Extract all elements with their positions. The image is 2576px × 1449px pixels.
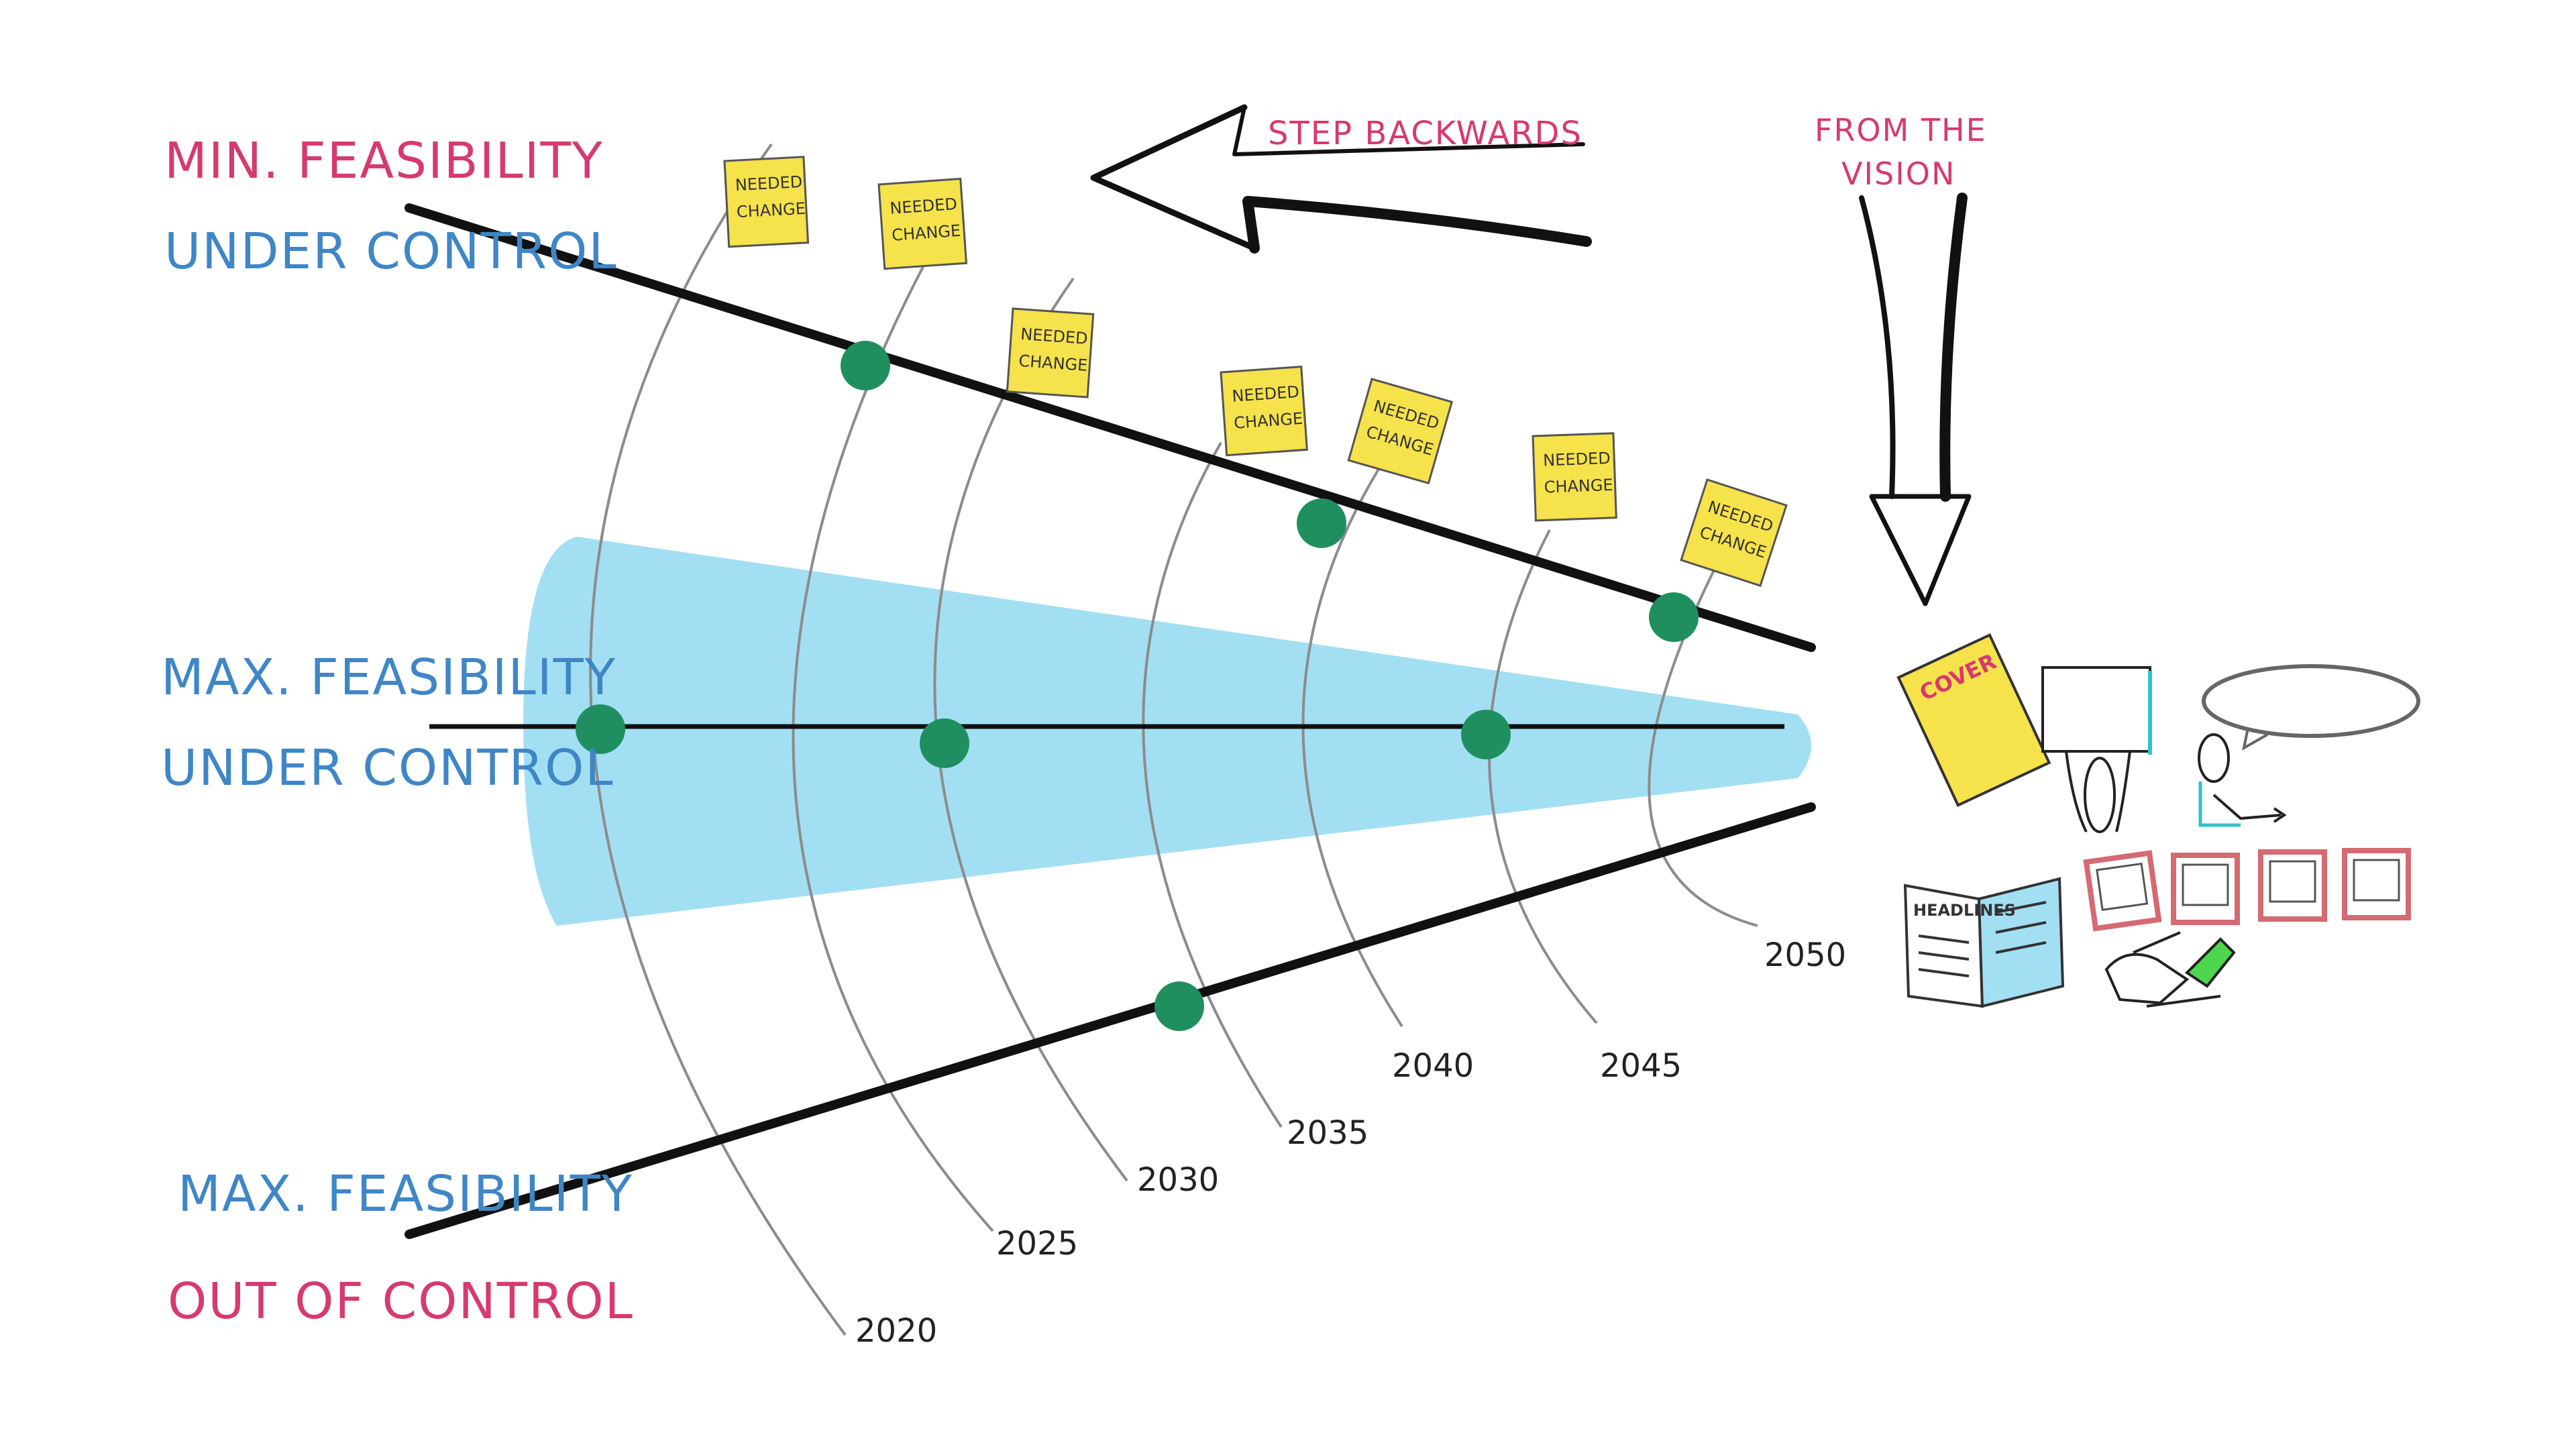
year-label-2035: 2035 bbox=[1287, 1114, 1368, 1152]
year-label-2045: 2045 bbox=[1600, 1047, 1682, 1085]
milestone-dot bbox=[1649, 592, 1699, 642]
step-backwards-arrow bbox=[1090, 104, 1592, 254]
svg-text:CHANGE: CHANGE bbox=[1544, 476, 1613, 497]
out-of-control-label: OUT OF CONTROL bbox=[168, 1273, 634, 1330]
speech-bubble-person-icon bbox=[2198, 664, 2420, 827]
feasibility-cone bbox=[523, 537, 1811, 926]
step-backwards-label: STEP BACKWARDS bbox=[1268, 115, 1582, 152]
under-control-label-top: UNDER CONTROL bbox=[164, 223, 618, 280]
year-label-2050: 2050 bbox=[1764, 936, 1846, 974]
svg-text:NEEDED: NEEDED bbox=[890, 195, 958, 218]
milestone-dot bbox=[841, 341, 890, 390]
year-label-2025: 2025 bbox=[996, 1225, 1078, 1263]
svg-text:NEEDED: NEEDED bbox=[735, 172, 803, 195]
photo-frame-icon bbox=[2083, 850, 2162, 932]
min-feasibility-line bbox=[405, 203, 1816, 652]
svg-text:HEADLINES: HEADLINES bbox=[1913, 901, 2016, 920]
milestone-dot bbox=[1297, 498, 1346, 548]
photo-frame-icon bbox=[2258, 849, 2327, 922]
photo-frame-icon bbox=[2171, 853, 2240, 925]
year-arcs bbox=[589, 143, 1758, 1336]
svg-text:NEEDED: NEEDED bbox=[1543, 449, 1611, 470]
svg-text:NEEDED: NEEDED bbox=[1232, 382, 1300, 406]
svg-text:CHANGE: CHANGE bbox=[736, 199, 806, 221]
milestone-dot bbox=[1155, 981, 1204, 1031]
drawing-hand-icon bbox=[2104, 931, 2236, 1008]
headlines-magazine-icon: HEADLINES bbox=[1903, 877, 2065, 1008]
from-vision-label-line2: VISION bbox=[1841, 156, 1955, 192]
year-label-2040: 2040 bbox=[1392, 1047, 1474, 1085]
year-label-2030: 2030 bbox=[1137, 1161, 1219, 1199]
photo-frames bbox=[2083, 848, 2411, 932]
sticky-note: NEEDED CHANGE bbox=[1680, 478, 1788, 588]
sticky-note: NEEDED CHANGE bbox=[877, 177, 968, 270]
photo-frame-icon bbox=[2342, 848, 2411, 920]
milestone-dots bbox=[576, 341, 1699, 1031]
sticky-note: NEEDED CHANGE bbox=[1347, 378, 1454, 485]
from-vision-arrow bbox=[1859, 193, 1972, 606]
milestone-dot bbox=[920, 718, 969, 768]
sticky-note: NEEDED CHANGE bbox=[1220, 366, 1308, 457]
milestone-dot bbox=[576, 704, 625, 754]
svg-text:NEEDED: NEEDED bbox=[1020, 325, 1088, 348]
under-control-label-mid: UNDER CONTROL bbox=[161, 739, 614, 797]
max-feasibility-label-mid: MAX. FEASIBILITY bbox=[161, 649, 616, 706]
sticky-note: NEEDED CHANGE bbox=[1532, 432, 1617, 522]
milestone-dot bbox=[1461, 710, 1511, 759]
max-feasibility-out-of-control-line bbox=[405, 802, 1816, 1239]
min-feasibility-label: MIN. FEASIBILITY bbox=[164, 132, 604, 190]
sticky-note: NEEDED CHANGE bbox=[1006, 307, 1095, 398]
cover-book-icon: COVER bbox=[1896, 633, 2051, 807]
from-vision-label-line1: FROM THE bbox=[1815, 112, 1987, 148]
whiteboard-icon bbox=[2041, 666, 2152, 833]
sticky-note: NEEDED CHANGE bbox=[723, 156, 810, 248]
max-feasibility-label-bottom: MAX. FEASIBILITY bbox=[178, 1165, 633, 1223]
year-label-2020: 2020 bbox=[855, 1312, 937, 1350]
